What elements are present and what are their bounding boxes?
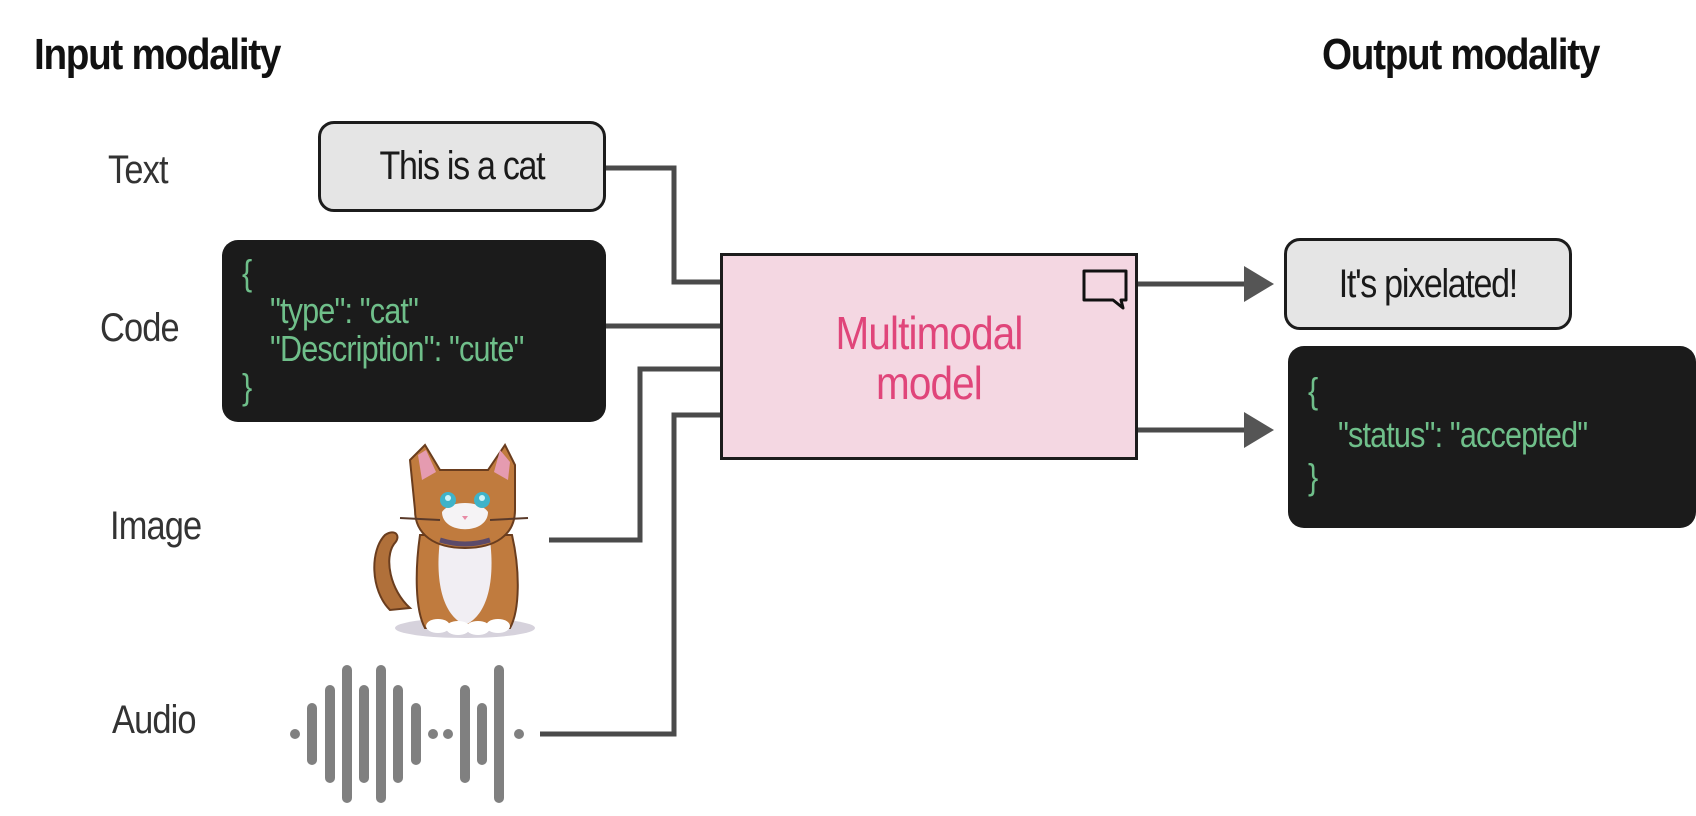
image-modality-label: Image	[110, 504, 202, 548]
code-output-box: { "status": "accepted" }	[1288, 346, 1696, 528]
code-modality-label: Code	[100, 306, 180, 350]
input-modality-heading: Input modality	[34, 30, 281, 79]
connector-image	[549, 366, 720, 543]
arrowhead-output-text	[1244, 266, 1274, 302]
audio-modality-label: Audio	[112, 698, 197, 742]
multimodal-model-box: Multimodal model	[720, 253, 1138, 460]
connector-text	[604, 165, 720, 285]
audio-waveform-icon	[290, 665, 524, 803]
code-line: {	[1308, 370, 1318, 411]
speech-bubble-icon	[1082, 269, 1128, 310]
text-output-box: It's pixelated!	[1284, 238, 1572, 330]
code-line: "Description": "cute"	[270, 328, 524, 369]
text-output-value: It's pixelated!	[1338, 261, 1519, 306]
code-line: {	[242, 252, 252, 293]
pixel-cat-icon	[373, 443, 535, 638]
model-title-line2: model	[876, 357, 983, 409]
connector-audio	[540, 412, 720, 737]
code-line: }	[1308, 456, 1318, 497]
code-line: "status": "accepted"	[1338, 414, 1588, 455]
text-input-value: This is a cat	[379, 144, 546, 188]
code-line: }	[242, 366, 252, 407]
model-title-line1: Multimodal	[835, 307, 1024, 359]
text-modality-label: Text	[108, 148, 169, 192]
code-line: "type": "cat"	[270, 290, 419, 331]
output-modality-heading: Output modality	[1322, 30, 1600, 79]
arrowhead-output-code	[1244, 412, 1274, 448]
text-input-box: This is a cat	[318, 121, 606, 212]
code-input-box: { "type": "cat" "Description": "cute" }	[222, 240, 606, 422]
